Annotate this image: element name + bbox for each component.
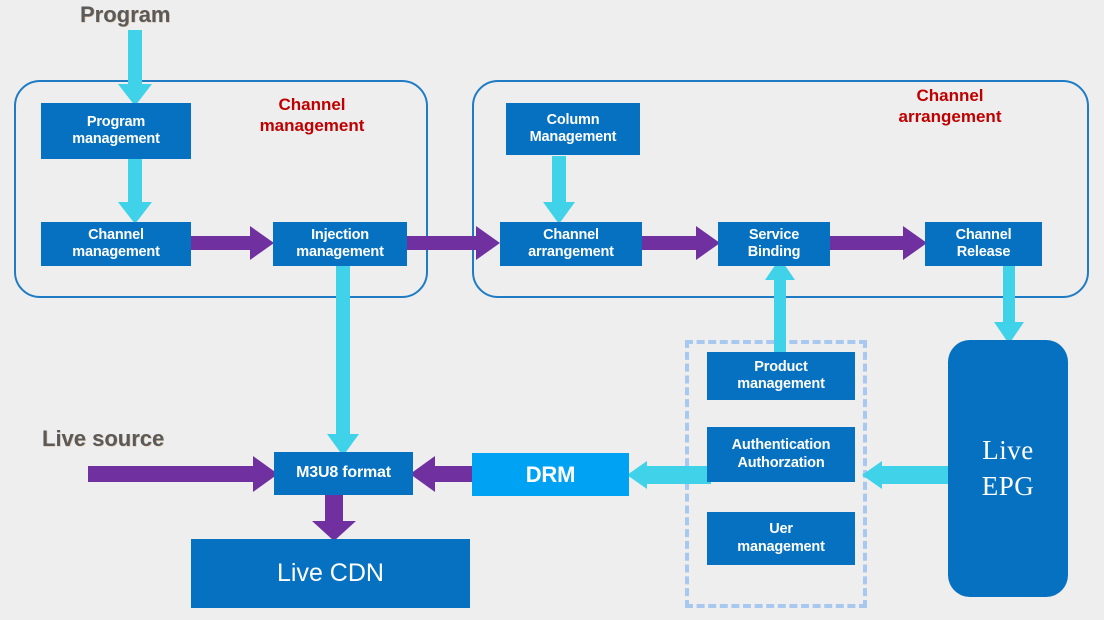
box-product-management[interactable]: Product management	[707, 352, 855, 400]
arrow-channel-release-to-live-epg	[994, 262, 1024, 344]
arrow-injection-management-to-channel-arrangement	[406, 226, 500, 260]
group-channel-management	[14, 80, 428, 298]
arrow-channel-management-to-injection-management	[190, 226, 274, 260]
box-channel-arrangement[interactable]: Channel arrangement	[500, 222, 642, 266]
arrow-service-binding-to-channel-release	[828, 226, 927, 260]
box-channel-release[interactable]: Channel Release	[925, 222, 1042, 266]
box-live-cdn-label: Live CDN	[277, 558, 384, 587]
box-m3u8-format-label: M3U8 format	[296, 464, 391, 482]
box-product-management-line1: Product	[754, 358, 808, 375]
box-user-management-line2: management	[737, 538, 825, 555]
box-drm-label: DRM	[525, 461, 576, 487]
arrow-program-management-to-channel-management	[118, 156, 152, 224]
box-authentication-authorization[interactable]: Authentication Authorzation	[707, 427, 855, 482]
section-label-channel-management: Channel management	[222, 95, 402, 136]
box-user-management[interactable]: Uer management	[707, 512, 855, 565]
box-service-binding-line1: Service	[748, 226, 800, 243]
box-injection-management-line1: Injection	[311, 226, 369, 243]
section-label-channel-arrangement-line2: arrangement	[898, 106, 1002, 126]
arrow-live-source-to-m3u8	[88, 456, 278, 492]
box-program-management-line1: Program	[86, 113, 146, 130]
box-program-management[interactable]: Program management	[41, 103, 191, 159]
box-service-binding[interactable]: Service Binding	[718, 222, 830, 266]
arrow-drm-to-m3u8	[410, 456, 488, 492]
box-column-management-line1: Column	[546, 111, 600, 128]
section-label-channel-arrangement: Channel arrangement	[860, 86, 1040, 127]
box-service-binding-line2: Binding	[747, 244, 801, 260]
box-channel-release-line2: Release	[956, 244, 1011, 260]
box-live-epg-line2: EPG	[981, 470, 1035, 501]
arrow-program-to-program-management	[118, 30, 152, 106]
box-live-epg-line1: Live	[982, 435, 1034, 466]
box-column-management[interactable]: Column Management	[506, 103, 640, 155]
box-injection-management[interactable]: Injection management	[273, 222, 407, 266]
box-channel-management-line1: Channel	[88, 226, 144, 243]
arrow-injection-management-to-m3u8	[327, 262, 359, 456]
box-channel-management[interactable]: Channel management	[41, 222, 191, 266]
box-channel-arrangement-line1: Channel	[543, 226, 599, 243]
page-title-program: Program	[80, 2, 171, 27]
box-live-epg[interactable]: Live EPG	[948, 340, 1068, 597]
box-channel-arrangement-line2: arrangement	[528, 244, 614, 260]
section-label-channel-arrangement-line1: Channel	[916, 86, 984, 105]
arrow-live-epg-to-authentication	[862, 461, 952, 489]
arrow-channel-arrangement-to-service-binding	[640, 226, 720, 260]
box-m3u8-format[interactable]: M3U8 format	[274, 452, 413, 495]
box-injection-management-line2: management	[296, 244, 384, 260]
box-channel-management-line2: management	[72, 244, 160, 260]
arrow-authentication-to-drm	[627, 461, 711, 489]
box-authentication-line1: Authentication	[731, 437, 831, 454]
arrow-column-management-to-channel-arrangement	[543, 156, 575, 224]
box-user-management-line1: Uer	[769, 521, 793, 538]
box-column-management-line2: Management	[529, 129, 617, 145]
arrow-product-management-to-service-binding	[765, 258, 795, 356]
arrow-m3u8-to-live-cdn	[312, 493, 356, 541]
box-program-management-line2: management	[72, 131, 160, 147]
box-product-management-line2: management	[737, 376, 825, 392]
box-drm[interactable]: DRM	[472, 453, 629, 496]
page-title-live-source: Live source	[42, 426, 165, 451]
box-channel-release-line1: Channel	[955, 226, 1012, 243]
box-live-cdn[interactable]: Live CDN	[191, 539, 470, 608]
box-authentication-line2: Authorzation	[737, 454, 825, 471]
section-label-channel-management-line2: management	[259, 115, 365, 135]
section-label-channel-management-line1: Channel	[278, 95, 346, 114]
